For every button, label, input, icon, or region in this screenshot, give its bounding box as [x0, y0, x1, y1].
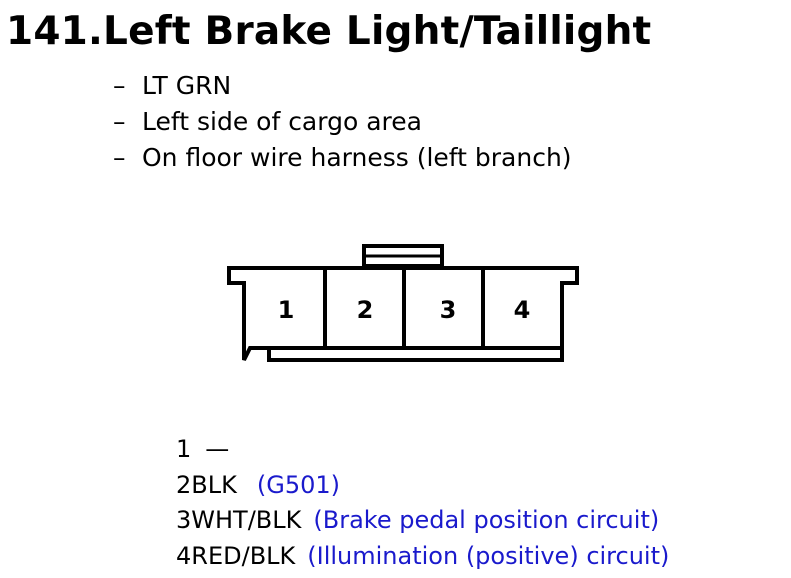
info-item: –LT GRN	[113, 68, 572, 104]
info-text: LT GRN	[142, 71, 232, 100]
bullet-dash: –	[113, 143, 126, 172]
pin-number: 4	[514, 296, 531, 324]
pin-row: 4RED/BLK (Illumination (positive) circuit…	[176, 539, 669, 575]
bullet-dash: –	[113, 71, 126, 100]
pin-wire: RED/BLK	[191, 541, 296, 570]
pin-note: (G501)	[256, 470, 340, 499]
pin-wire: —	[205, 435, 230, 463]
pin-note: (Illumination (positive) circuit)	[307, 541, 670, 570]
pin-row: 2BLK (G501)	[176, 468, 669, 504]
info-item: –On floor wire harness (left branch)	[113, 140, 572, 176]
pin-num: 2	[176, 470, 192, 499]
info-text: Left side of cargo area	[142, 107, 422, 136]
bullet-dash: –	[113, 107, 126, 136]
pin-row: 3WHT/BLK (Brake pedal position circuit)	[176, 503, 669, 539]
info-text: On floor wire harness (left branch)	[142, 143, 572, 172]
info-item: –Left side of cargo area	[113, 104, 572, 140]
pin-wire: BLK	[191, 470, 237, 499]
pin-note: (Brake pedal position circuit)	[313, 506, 660, 534]
pin-number: 1	[278, 296, 295, 324]
pin-num: 4	[176, 541, 192, 570]
pin-number: 3	[440, 296, 457, 324]
pin-row: 1—	[176, 432, 669, 468]
pin-assignment-list: 1— 2BLK(G501) 3WHT/BLK(Brake pedal posit…	[176, 432, 669, 574]
pin-number: 2	[357, 296, 374, 324]
pin-num: 1	[176, 435, 192, 463]
pin-wire: WHT/BLK	[191, 506, 302, 534]
pin-num: 3	[176, 506, 192, 534]
connector-info-list: –LT GRN –Left side of cargo area –On flo…	[113, 68, 572, 176]
page-title: 141.Left Brake Light/Taillight	[6, 9, 652, 54]
